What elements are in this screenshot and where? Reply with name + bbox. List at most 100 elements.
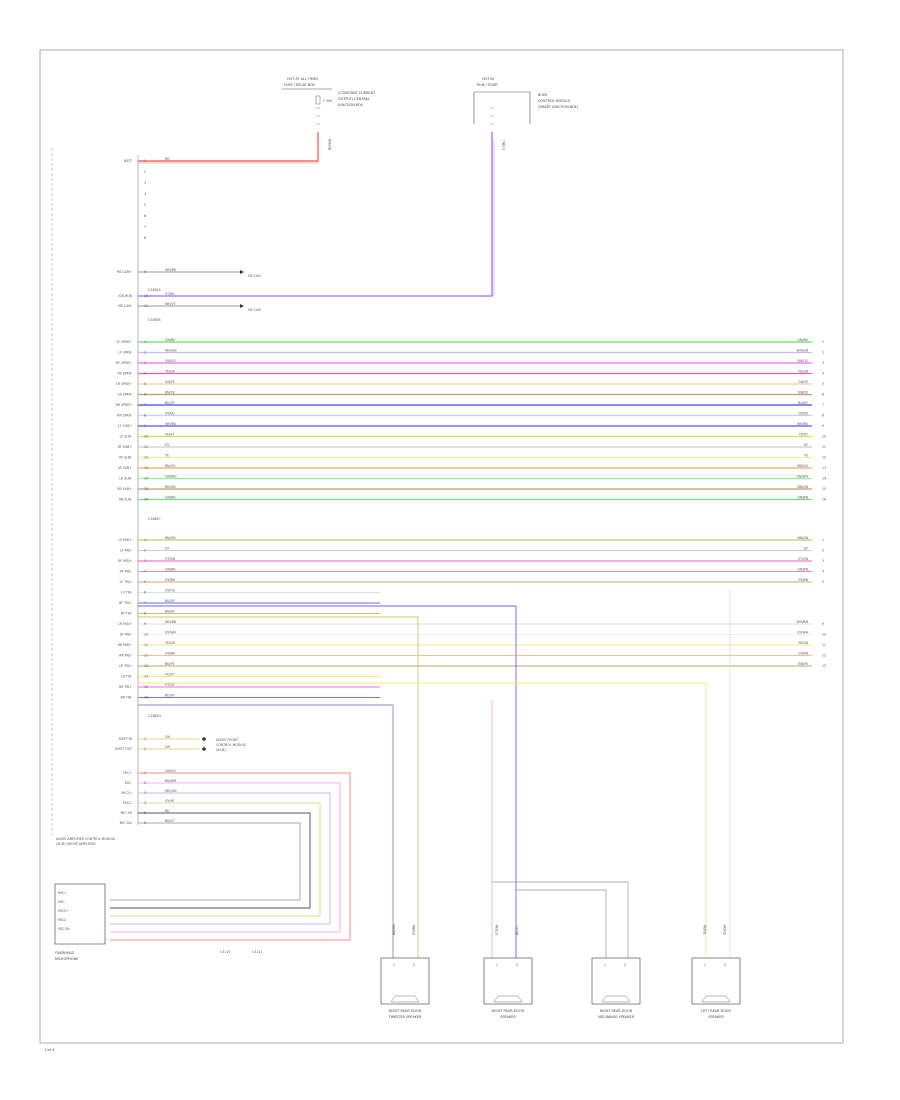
bus2-wire-label-left: GY/OG [165, 589, 176, 593]
bus1-pin-number-right: 2 [822, 351, 824, 355]
bus2-pin-number-right: 5 [822, 580, 824, 584]
amp-pin-number: 1 [144, 159, 146, 163]
bus2-pin-number: 8 [144, 612, 146, 616]
riser-lr-tw [138, 682, 707, 958]
bus2-pin-number: 11 [144, 643, 148, 647]
bus1-wire-label-right: GN/WH [797, 475, 809, 479]
mic-pin-name: MIC SIG [120, 821, 133, 825]
bus1-pin-number: 12 [144, 456, 148, 460]
bus1-pin-number: 5 [144, 382, 146, 386]
speaker-box [691, 957, 741, 1005]
speaker-icon [701, 995, 731, 1003]
bus1-pin-number-right: 5 [822, 382, 824, 386]
bus2-pin-name: LF TW+ [120, 580, 133, 584]
amp-pin-number: 4 [144, 192, 146, 196]
speaker-risers [138, 590, 731, 958]
arrow-right-icon [240, 304, 244, 308]
bus2-pin-name: LF MID+ [119, 538, 133, 542]
ms-can-pin-name: IGN RUN [118, 294, 132, 298]
bus2-wire-label-left: BU/VT [165, 694, 175, 698]
mic-connector-1: C4110 [220, 950, 230, 954]
bus1-wire-label-left: GN/OG [165, 359, 176, 363]
bus2-pin-number: 15 [144, 685, 148, 689]
bus2-wire-label-right: GY/BN [798, 652, 809, 656]
microphone-label-2: MICROPHONE [55, 957, 78, 961]
input-dest-2: CONTROL MODULE [216, 743, 246, 747]
bus1-pin-name: LF SPKR+ [116, 340, 132, 344]
shift-pin-number: 2 [144, 747, 146, 751]
page-number: 1 of 3 [44, 1048, 54, 1052]
speaker-pin-label: 1 [604, 963, 606, 967]
bus1-pin-number-right: 4 [822, 372, 824, 376]
bus2-pin-number: 13 [144, 664, 148, 668]
speaker-label-2: SPEAKER [500, 1015, 516, 1019]
bus1-wire-label-left: WH/BU [165, 422, 177, 426]
top-left-note-3: JUNCTION BOX [337, 103, 363, 107]
bus2-pin-name: RR TW- [120, 696, 132, 700]
bus2-pin-number: 14 [144, 675, 148, 679]
bus1-pin-number: 16 [144, 498, 148, 502]
bus1-pin-number-right: 7 [822, 403, 824, 407]
bus1-wire-label-right: GY/BU [798, 412, 809, 416]
ms-can-dest: MS CAN [248, 274, 261, 278]
microphone-box [54, 883, 106, 945]
mic-pin-name: MIC2+ [121, 791, 132, 795]
speaker-pin-label: 1 [704, 963, 706, 967]
ms-can-pin-wire: VT/BU [165, 292, 175, 296]
speaker-label-1: RIGHT REAR DOOR [600, 1009, 633, 1013]
microphone-pin-name: MIC SH [58, 927, 70, 931]
mic-note-2: (ACM) GROUP AMPLIFIER [56, 842, 96, 846]
bus2-wire-label-left: BN/YE [165, 662, 175, 666]
bus1-pin-name: RR SUB+ [117, 487, 132, 491]
speaker-wire-label: GY/OG [723, 924, 727, 935]
bus1-pin-name: LR SPKR+ [116, 382, 132, 386]
bus2-pin-name: RR MID+ [118, 643, 133, 647]
ignition-feed-wire [138, 132, 493, 297]
bus1-wire-label-right: GY [804, 443, 808, 447]
bus2-pin-name: RF MID+ [118, 559, 132, 563]
bus1-pin-name: RF SUB+ [118, 445, 133, 449]
bus2-wire-label-left: YE/GY [165, 673, 174, 677]
bus2-pin-name: RF TW- [121, 612, 132, 616]
speaker-label-2: TWEETER SPEAKER [388, 1015, 422, 1019]
bus2-pin-number-right: 10 [822, 633, 826, 637]
bus2-pin-number: 4 [144, 570, 146, 574]
mic-pin-number: 1 [144, 771, 146, 775]
bus1-wire-label-left: YE/GN [165, 370, 176, 374]
mic-pin-number: 6 [144, 821, 146, 825]
bus2-wire-label-left: WH/BN [165, 620, 177, 624]
bus2-pin-name: RF MID- [120, 570, 132, 574]
bus1-pin-name: RR SPKR+ [116, 403, 133, 407]
bus2-wire-label-right: BN/GN [798, 536, 809, 540]
speaker-pin-label: 2 [516, 963, 518, 967]
bus2-wire-label-left: VT/GY [165, 683, 175, 687]
amp-pin-number: 6 [144, 214, 146, 218]
speaker-pin-label: 1 [393, 963, 395, 967]
mic-connector-2: C4111 [252, 950, 262, 954]
top-right-title-2: RUN / START [477, 83, 499, 87]
ms-can-dest: MS CAN [248, 308, 261, 312]
bus1-pin-name: RF SPKR+ [116, 361, 132, 365]
top-right-note-3: (SMART JUNCTION BOX) [538, 105, 579, 109]
top-left-wire-label: RD/WH [328, 138, 332, 150]
bus2-pin-number: 9 [144, 622, 146, 626]
top-right-wire-label: VT/BU [502, 140, 506, 150]
bus2-pin-name: LF MID- [120, 549, 132, 553]
bus1-pin-number: 8 [144, 414, 146, 418]
bus1-wire-label-right: YE [804, 454, 808, 458]
input-dest-1: AUDIO FRONT [216, 738, 238, 742]
bus1-pin-number: 2 [144, 351, 146, 355]
bus1-pin-name: RR SPKR- [117, 414, 132, 418]
mic-wire-label: BN/VT [165, 819, 175, 823]
microphone-pin-name: MIC2- [58, 918, 67, 922]
bus1-pin-number: 14 [144, 477, 148, 481]
bus2-pin-number: 1 [144, 538, 146, 542]
top-right-connector: HOT IN RUN / START BODY CONTROL MODULE (… [473, 77, 579, 150]
bus1-wire-label-left: BN/OG [165, 464, 176, 468]
mic-pin-name: MIC+ [123, 771, 132, 775]
speaker-label-1: RIGHT REAR DOOR [389, 1009, 422, 1013]
